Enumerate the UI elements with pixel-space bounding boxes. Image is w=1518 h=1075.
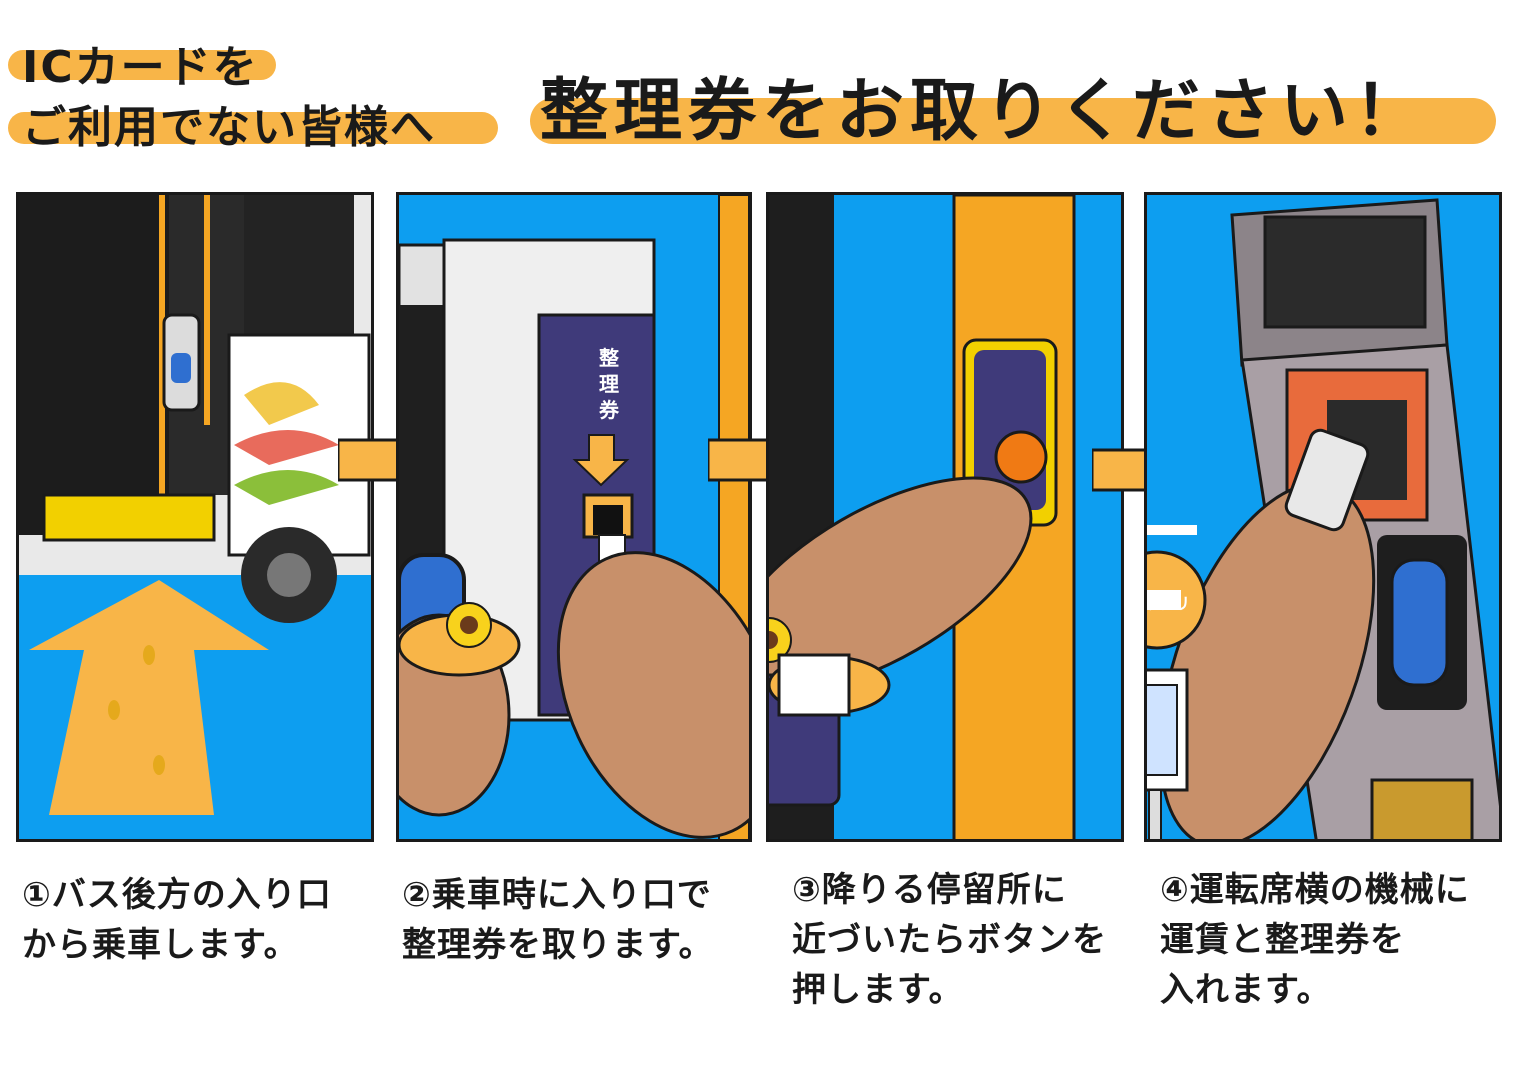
panel-4-illustration [1147,198,1499,839]
step-4-caption: ④運転席横の機械に 運賃と整理券を 入れます。 [1160,865,1470,1015]
panel-1 [16,192,374,842]
step-3-line3: 押します。 [792,970,964,1010]
panel-3 [766,192,1124,842]
step-4-line3: 入れます。 [1160,970,1332,1010]
step-3-line2: 近づいたらボタンを [792,920,1107,960]
subtitle-highlight-2 [8,112,498,144]
bus-stop-sign-label: ヒマワリ [1147,594,1191,613]
header-subtitle-line2: ご利用でない皆様へ [22,102,436,153]
subtitle-highlight-1 [8,50,276,80]
step-2-caption: ②乗車時に入り口で 整理券を取ります。 [402,870,714,970]
title-highlight [530,98,1496,144]
step-4-line2: 運賃と整理券を [1160,920,1405,960]
header-subtitle: ICカードを ご利用でない皆様へ [22,38,436,158]
step-1-caption: ①バス後方の入り口 から乗車します。 [22,870,332,970]
step-1-line2: から乗車します。 [22,925,299,965]
step-3-caption: ③降りる停留所に 近づいたらボタンを 押します。 [792,865,1107,1015]
panel-1-illustration [19,195,371,815]
step-2-line1: ②乗車時に入り口で [402,875,712,915]
step-1-line1: ①バス後方の入り口 [22,875,332,915]
panel-2: 整理券 [396,192,752,842]
panel-3-illustration [769,195,1076,839]
panel-2-illustration [399,195,749,839]
panel-4: ヒマワリ [1144,192,1502,842]
header-title: 整理券をお取りください！ [540,72,1429,151]
ticket-machine-label: 整理券 [599,346,619,422]
header-subtitle-line1: ICカードを [22,42,259,93]
step-3-line1: ③降りる停留所に [792,870,1067,910]
step-4-line1: ④運転席横の機械に [1160,870,1470,910]
step-2-line2: 整理券を取ります。 [402,925,714,965]
